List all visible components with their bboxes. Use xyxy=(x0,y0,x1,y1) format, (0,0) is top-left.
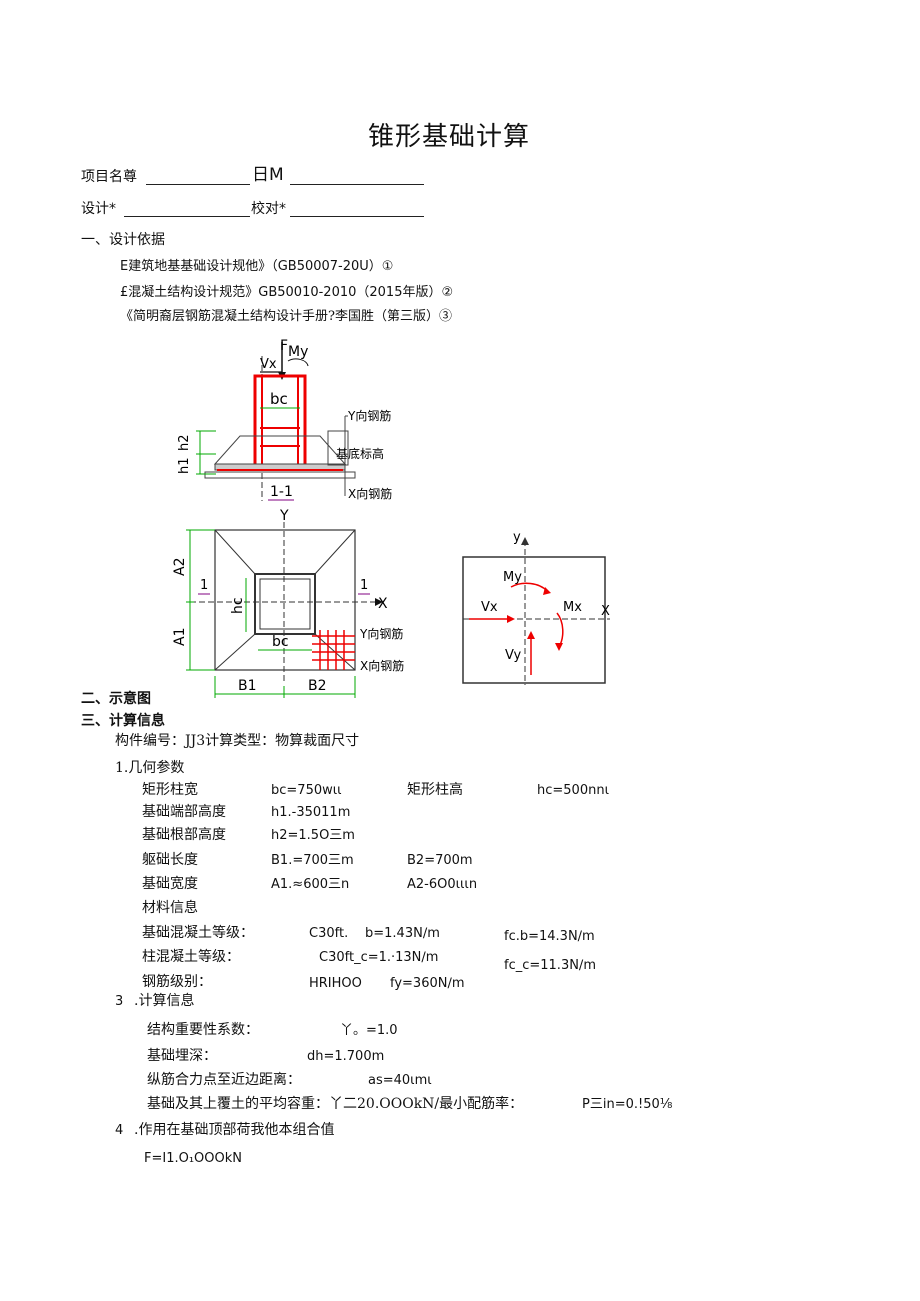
geom-label: 基础宽度 xyxy=(142,876,198,892)
check-label: 校对* xyxy=(251,201,286,217)
mat-label: 基础混凝土等级： xyxy=(142,925,254,941)
sec2-heading: 二、示意图 xyxy=(81,691,151,707)
x-rebar-plan-label: X向钢筋 xyxy=(360,658,404,673)
calc-value: P三in=0.!50⅛ xyxy=(582,1097,673,1112)
geom-value: h1.-35011m xyxy=(271,805,351,820)
calc-label: 结构重要性系数： xyxy=(147,1022,259,1038)
mat-label: 柱混凝土等级： xyxy=(142,949,240,965)
section-mark-left: 1 xyxy=(200,578,208,593)
force-x-label: X xyxy=(601,604,610,619)
mat-value: fc.b=14.3N∕m xyxy=(504,929,595,944)
force-y-label: y xyxy=(513,530,521,545)
calc-value: as=40ιmι xyxy=(368,1073,432,1088)
mat-label: 钢筋级别： xyxy=(142,974,212,990)
check-underline xyxy=(290,216,424,217)
force-diagram: y X My Mx Vx Vy xyxy=(462,530,610,685)
vx-label: Vx xyxy=(260,357,277,372)
calc-value: dh=1.700m xyxy=(307,1049,385,1064)
geom-value: B1.=700三m xyxy=(271,853,354,868)
calc-num: 3 xyxy=(115,994,124,1009)
geom-label: 基础根部高度 xyxy=(142,827,226,843)
design-underline xyxy=(124,216,250,217)
mat-value: fc_c=11.3N∕m xyxy=(504,958,596,973)
mat-value: C30ft. xyxy=(309,926,349,941)
load-value: F=I1.O₁OOOkN xyxy=(144,1151,243,1166)
f-label: F xyxy=(280,338,288,354)
geom-value: A1.≈600三n xyxy=(271,877,350,892)
y-rebar-plan-label: Y向钢筋 xyxy=(359,626,403,641)
my-label: My xyxy=(288,344,308,360)
force-mx-label: Mx xyxy=(563,600,582,615)
geom-label: 基础端部高度 xyxy=(142,804,226,820)
design-label: 设计* xyxy=(81,201,116,217)
force-vy-label: Vy xyxy=(505,648,522,663)
calc-heading: .计算信息 xyxy=(134,993,195,1009)
foundation-diagram: F My Vx bc Y向钢筋 基底标高 X向钢筋 h2 h1 1-1 Y X … xyxy=(172,338,404,698)
geom-label: 矩形柱宽 xyxy=(142,782,198,798)
project-label: 项目名尊 xyxy=(81,169,137,185)
bc-label-top: bc xyxy=(270,390,288,408)
b1-label: B1 xyxy=(238,678,257,694)
basis-item: E建筑地基基础设计规他》（GB50007-20U）① xyxy=(120,259,394,274)
y-rebar-label: Y向钢筋 xyxy=(347,408,391,423)
section-label: 1-1 xyxy=(270,484,293,500)
hc-label: hc xyxy=(230,597,246,614)
geom-value: h2=1.5O三m xyxy=(271,828,355,843)
section-mark-right: 1 xyxy=(360,578,368,593)
force-vx-label: Vx xyxy=(481,600,498,615)
sec3-heading: 三、计算信息 xyxy=(81,713,165,729)
date-underline xyxy=(290,184,424,185)
geom-value: hc=500nnι xyxy=(537,783,609,798)
mat-value: b=1.43N∕m xyxy=(365,926,440,941)
load-num: 4 xyxy=(115,1123,124,1138)
base-elev-label: 基底标高 xyxy=(336,446,384,461)
a2-label: A2 xyxy=(172,558,188,576)
mat-value: C30ft_c=1.·13N∕m xyxy=(319,950,439,965)
mat-value: HRIHOO xyxy=(309,976,362,991)
x-rebar-label: X向钢筋 xyxy=(348,486,392,501)
project-underline xyxy=(146,184,250,185)
calc-label: 纵筋合力点至近边距离： xyxy=(147,1072,301,1088)
geom-heading: 1.几何参数 xyxy=(115,760,185,776)
basis-heading: 一、设计依据 xyxy=(81,232,165,248)
geom-value: B2=700m xyxy=(407,853,473,868)
bc-label-plan: bc xyxy=(272,634,289,650)
date-label: 日M xyxy=(252,165,284,185)
calc-label: 基础埋深： xyxy=(147,1048,217,1064)
load-heading: .作用在基础顶部荷我他本组合值 xyxy=(134,1122,335,1138)
geom-value: bc=750wιι xyxy=(271,783,342,798)
calc-avg-line: 基础及其上覆土的平均容重：丫二20.OOOkN/最小配筋率： xyxy=(147,1096,524,1112)
mat-value: fy=360N∕m xyxy=(390,976,465,991)
geom-value: A2-6O0ιιιn xyxy=(407,877,478,892)
b2-label: B2 xyxy=(308,678,327,694)
mat-heading: 材料信息 xyxy=(142,900,198,916)
x-axis-label: X xyxy=(378,596,388,612)
a1-label: A1 xyxy=(172,628,188,646)
page-title: 锥形基础计算 xyxy=(368,122,531,152)
member-line: 构件编号：JJ3计算类型：物算裁面尺寸 xyxy=(115,733,360,749)
force-my-label: My xyxy=(503,570,522,585)
y-axis-label: Y xyxy=(279,508,289,524)
h1-label: h1 xyxy=(177,457,192,474)
geom-label: 躯础长度 xyxy=(142,852,198,868)
basis-item: £混凝土结构设计规范》GB50010-2010（2015年版）② xyxy=(120,285,454,300)
calc-value: 丫。=1.0 xyxy=(340,1023,398,1038)
basis-item: 《简明裔层钢筋混凝土结构设计手册?李国胜（第三版）③ xyxy=(120,309,452,324)
h2-label: h2 xyxy=(177,434,192,451)
geom-label: 矩形柱高 xyxy=(407,782,463,798)
